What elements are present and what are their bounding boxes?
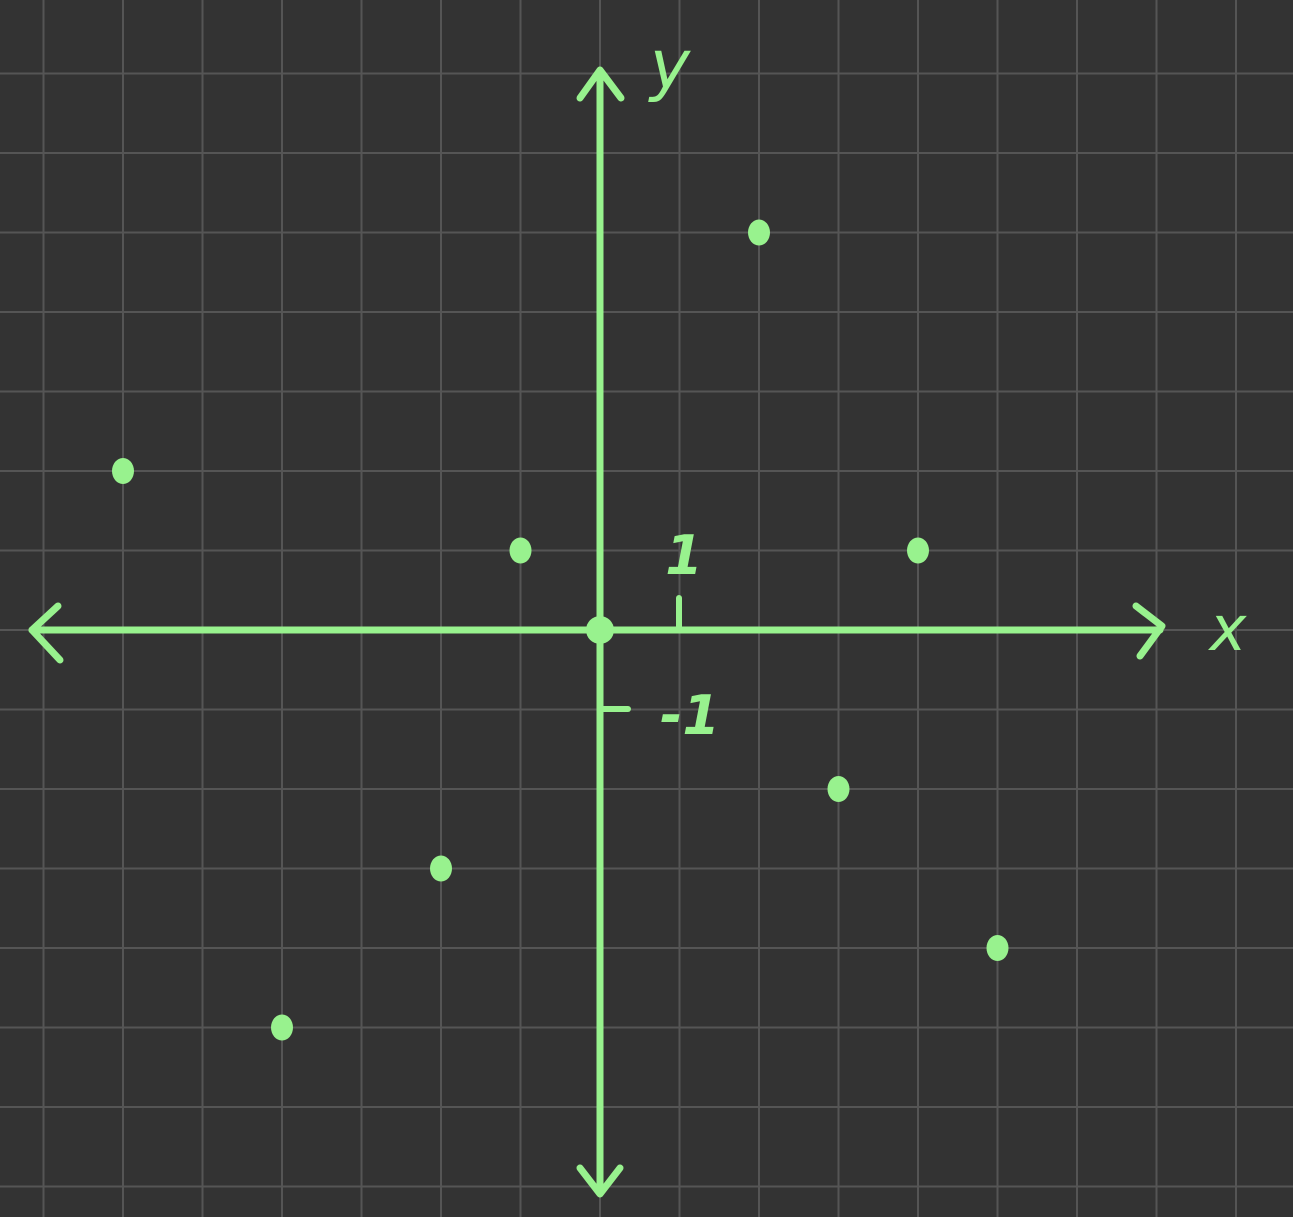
data-point <box>112 458 134 484</box>
origin-point <box>586 616 614 644</box>
data-point <box>748 219 770 246</box>
x-axis-label: x <box>1208 592 1248 665</box>
x-unit-tick-label: 1 <box>665 524 703 587</box>
data-point <box>907 537 929 564</box>
data-point <box>509 537 532 564</box>
data-point <box>827 776 850 802</box>
x-axis-left-arrowhead <box>28 602 64 664</box>
x-axis-right-arrowhead <box>1132 602 1166 660</box>
data-point <box>430 855 452 882</box>
y-axis-up-arrowhead <box>576 66 625 102</box>
y-axis-down-arrowhead <box>576 1164 624 1198</box>
data-points <box>112 219 1009 1041</box>
y-unit-tick-label: -1 <box>660 684 720 747</box>
axis-labels: x y 1 -1 <box>648 26 1248 747</box>
data-point <box>271 1014 293 1041</box>
y-axis-label: y <box>648 26 691 105</box>
data-point <box>986 935 1009 961</box>
